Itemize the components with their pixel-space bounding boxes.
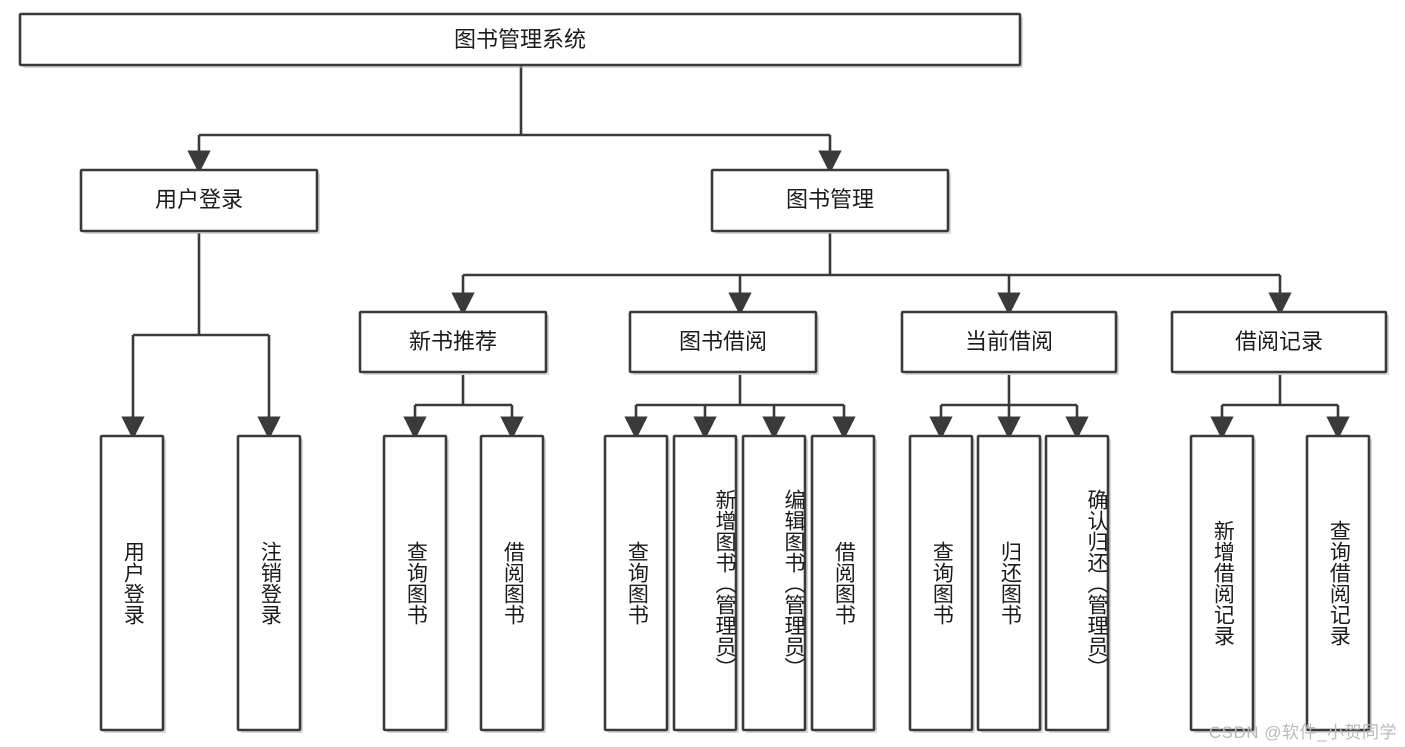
node-borrow-record-label: 借阅记录 xyxy=(1235,329,1323,354)
node-user-login-label: 用户登录 xyxy=(155,187,243,212)
node-leaf-user-logout[interactable] xyxy=(236,434,303,733)
node-leaf-confirm-return[interactable] xyxy=(1044,434,1111,733)
node-leaf-user-login[interactable] xyxy=(99,434,166,733)
node-leaf-query-book-2[interactable] xyxy=(603,434,670,733)
node-leaf-add-book[interactable] xyxy=(672,434,739,733)
node-book-manage[interactable]: 图书管理 xyxy=(710,168,951,234)
node-user-login[interactable]: 用户登录 xyxy=(79,168,320,234)
node-leaf-borrow-book-1[interactable] xyxy=(479,434,546,733)
node-book-borrow-label: 图书借阅 xyxy=(679,329,767,354)
node-book-borrow[interactable]: 图书借阅 xyxy=(628,310,819,375)
node-current-borrow[interactable]: 当前借阅 xyxy=(900,310,1119,375)
node-new-book-recommend-label: 新书推荐 xyxy=(409,329,497,354)
node-leaf-query-record[interactable] xyxy=(1305,434,1372,733)
node-borrow-record[interactable]: 借阅记录 xyxy=(1170,310,1389,375)
node-leaf-query-book-3[interactable] xyxy=(908,434,975,733)
node-leaf-add-record[interactable] xyxy=(1189,434,1256,733)
node-current-borrow-label: 当前借阅 xyxy=(965,329,1053,354)
csdn-watermark: CSDN @软件_小贺同学 xyxy=(1208,723,1397,742)
node-leaf-edit-book[interactable] xyxy=(741,434,808,733)
node-root[interactable]: 图书管理系统 xyxy=(18,12,1023,68)
node-book-manage-label: 图书管理 xyxy=(786,187,874,212)
node-leaf-borrow-book-2[interactable] xyxy=(810,434,877,733)
node-new-book-recommend[interactable]: 新书推荐 xyxy=(358,310,549,375)
node-leaf-query-book-1[interactable] xyxy=(382,434,449,733)
edge-group xyxy=(121,66,1350,440)
node-root-label: 图书管理系统 xyxy=(454,27,586,52)
node-leaf-return-book[interactable] xyxy=(976,434,1043,733)
